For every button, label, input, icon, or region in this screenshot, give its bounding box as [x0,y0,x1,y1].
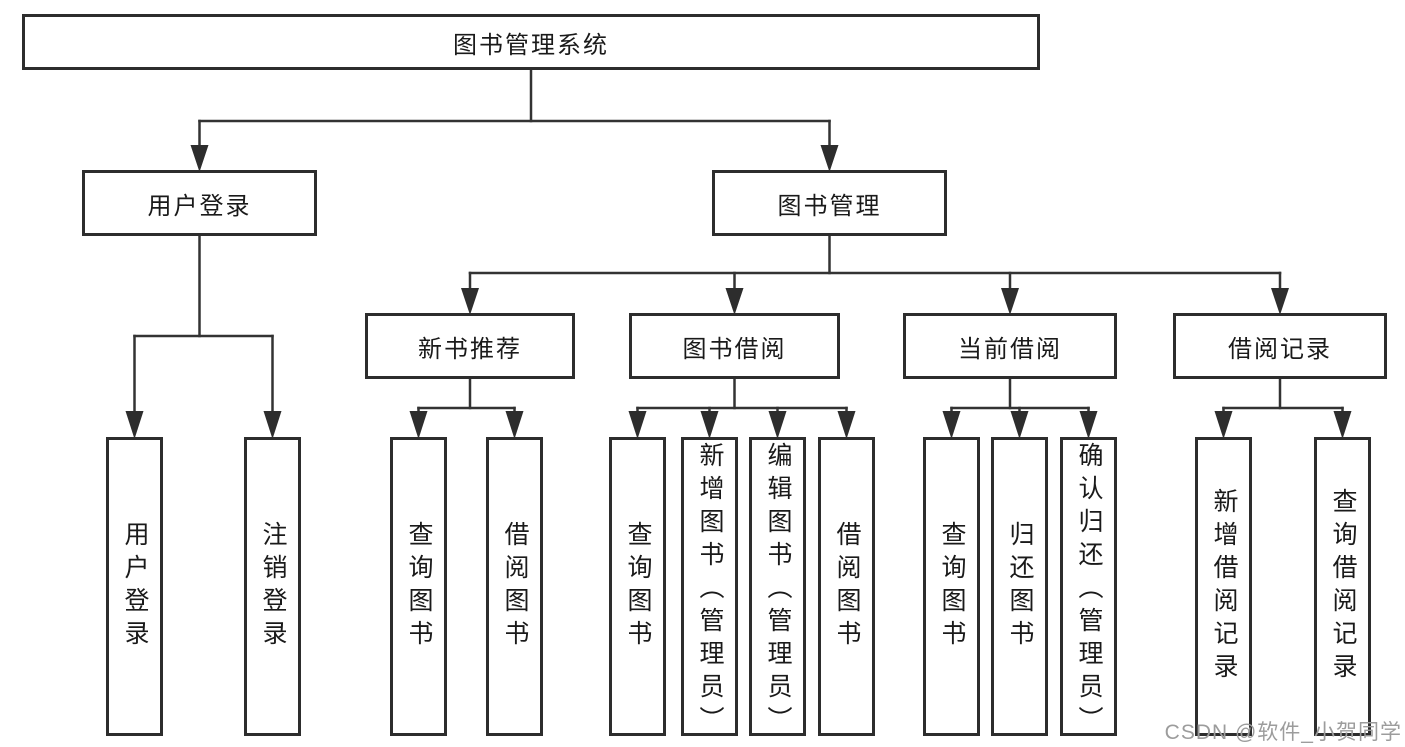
node-label: 新增图书（管理员） [696,442,724,739]
node-label: 图书管理 [777,192,882,220]
leaf-user-login: 用户登录 [106,437,163,736]
node-book-borrow: 图书借阅 [629,313,840,379]
leaf-edit-books-admin: 编辑图书（管理员） [749,437,806,739]
leaf-add-books-admin: 新增图书（管理员） [681,437,738,739]
node-label: 图书借阅 [682,335,787,363]
node-label: 归还图书 [1006,520,1034,653]
leaf-return-books: 归还图书 [991,437,1048,736]
node-label: 新书推荐 [418,335,522,363]
node-label: 注销登录 [259,520,287,653]
leaf-confirm-return-admin: 确认归还（管理员） [1060,437,1117,739]
node-label: 确认归还（管理员） [1075,442,1103,739]
leaf-query-borrow-record: 查询借阅记录 [1314,437,1371,736]
node-user-login-module: 用户登录 [82,170,317,236]
node-label: 借阅图书 [501,520,529,653]
node-label: 借阅记录 [1228,335,1332,363]
node-label: 当前借阅 [958,335,1062,363]
node-current-borrow: 当前借阅 [903,313,1117,379]
node-label: 查询借阅记录 [1329,487,1357,686]
node-label: 编辑图书（管理员） [764,442,792,739]
node-label: 图书管理系统 [453,31,609,59]
leaf-query-books-recommend: 查询图书 [390,437,447,736]
leaf-borrow-books: 借阅图书 [818,437,875,736]
node-label: 用户登录 [147,192,252,220]
node-label: 新增借阅记录 [1210,487,1238,686]
leaf-logout: 注销登录 [244,437,301,736]
node-label: 用户登录 [121,520,149,653]
node-label: 查询图书 [624,520,652,653]
leaf-query-books-borrow: 查询图书 [609,437,666,736]
node-borrow-records: 借阅记录 [1173,313,1387,379]
node-label: 查询图书 [405,520,433,653]
node-label: 借阅图书 [833,520,861,653]
leaf-query-books-current: 查询图书 [923,437,980,736]
leaf-add-borrow-record: 新增借阅记录 [1195,437,1252,736]
leaf-borrow-books-recommend: 借阅图书 [486,437,543,736]
arrowheads [125,145,1352,439]
csdn-watermark: CSDN @软件_小贺同学 [1164,721,1402,744]
node-new-book-recommend: 新书推荐 [365,313,575,379]
node-label: 查询图书 [938,520,966,653]
node-library-management-system: 图书管理系统 [22,14,1040,70]
node-book-management-module: 图书管理 [712,170,947,236]
